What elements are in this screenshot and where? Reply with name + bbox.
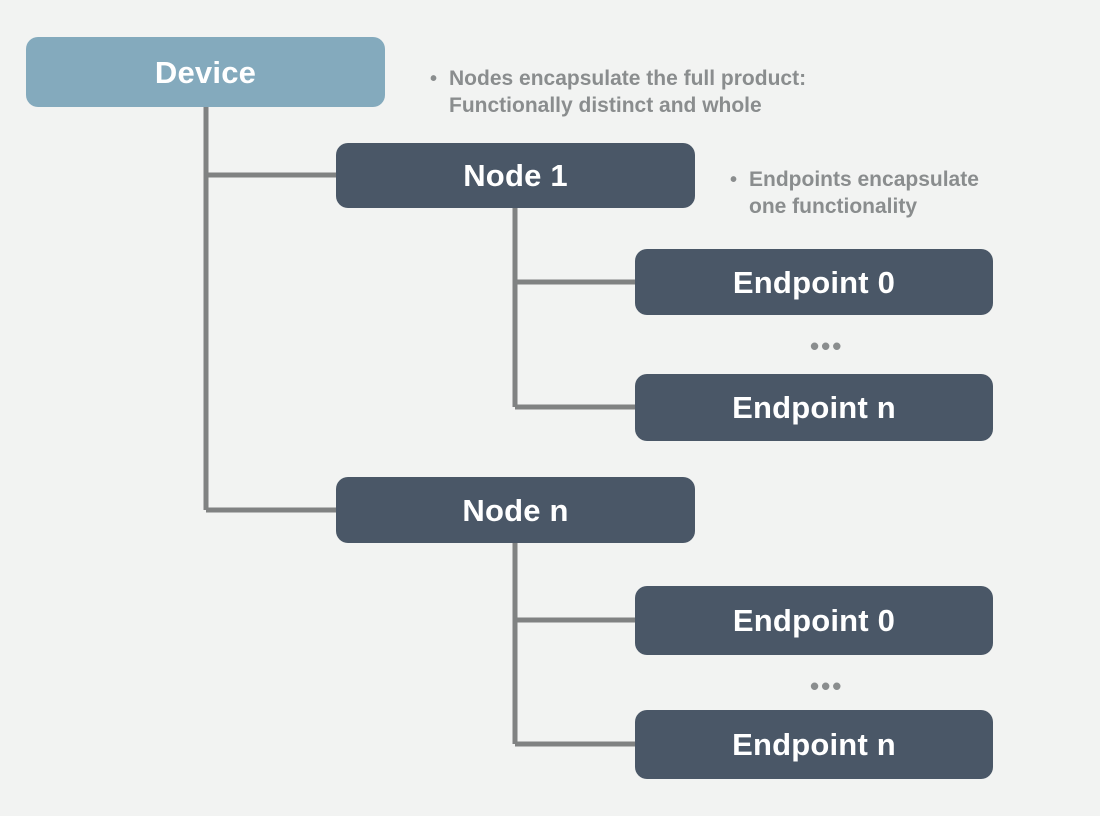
bullet-icon: • xyxy=(730,169,738,191)
ellipsis-node-1: ••• xyxy=(810,331,844,361)
device-box[interactable]: Device xyxy=(26,37,385,107)
ellipsis-node-n: ••• xyxy=(810,671,844,701)
endpoint-box-node-n-endpoint-0[interactable]: Endpoint 0 xyxy=(635,586,993,655)
note-nodes-text: Nodes encapsulate the full product: Func… xyxy=(449,67,807,117)
node-box-node-1[interactable]: Node 1 xyxy=(336,143,695,208)
node-box-node-n[interactable]: Node n xyxy=(336,477,695,543)
endpoint-box-node-n-endpoint-n[interactable]: Endpoint n xyxy=(635,710,993,779)
note-nodes: • Nodes encapsulate the full product: Fu… xyxy=(430,66,900,120)
endpoint-box-node-1-endpoint-n[interactable]: Endpoint n xyxy=(635,374,993,441)
note-endpoints: • Endpoints encapsulate one functionalit… xyxy=(730,167,1060,221)
bullet-icon: • xyxy=(430,68,438,90)
note-endpoints-text: Endpoints encapsulate one functionality xyxy=(749,168,979,218)
endpoint-box-node-1-endpoint-0[interactable]: Endpoint 0 xyxy=(635,249,993,315)
